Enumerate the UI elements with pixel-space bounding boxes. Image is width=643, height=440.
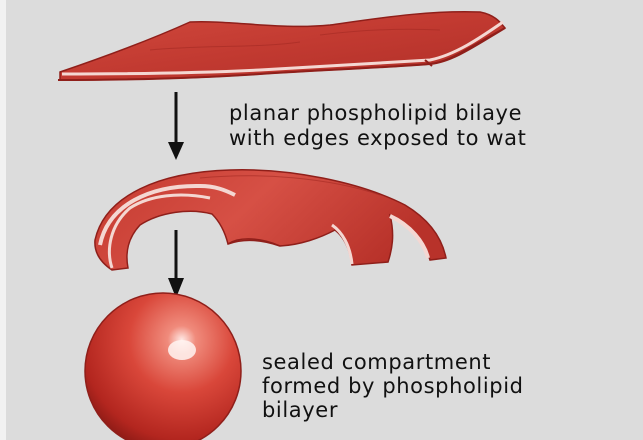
sealed-sphere <box>85 293 241 440</box>
curving-bilayer <box>95 170 446 270</box>
sealed-compartment-label: sealed compartment formed by phospholipi… <box>262 350 524 422</box>
planar-bilayer-label: planar phospholipid bilaye with edges ex… <box>229 101 526 151</box>
planar-bilayer-sheet <box>58 12 505 80</box>
sealed-label-line-3: bilayer <box>262 398 524 422</box>
planar-label-line-2: with edges exposed to wat <box>229 126 526 151</box>
arrow-down-icon <box>168 230 184 298</box>
planar-label-line-1: planar phospholipid bilaye <box>229 101 526 126</box>
sealed-label-line-1: sealed compartment <box>262 350 524 374</box>
arrow-down-icon <box>168 92 184 160</box>
sealed-label-line-2: formed by phospholipid <box>262 374 524 398</box>
